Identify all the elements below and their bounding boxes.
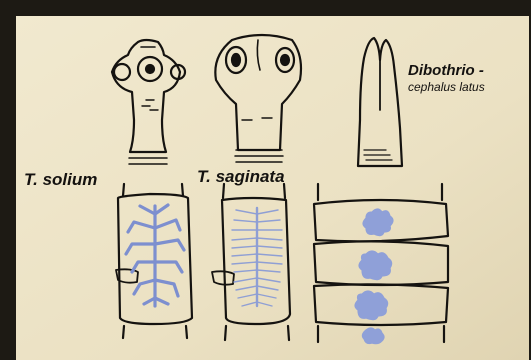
label-dibothrio: Dibothrio - (408, 62, 484, 79)
label-cephalus-latus: cephalus latus (408, 80, 485, 94)
label-t-saginata: T. saginata (197, 167, 285, 186)
label-t-solium: T. solium (24, 170, 97, 189)
